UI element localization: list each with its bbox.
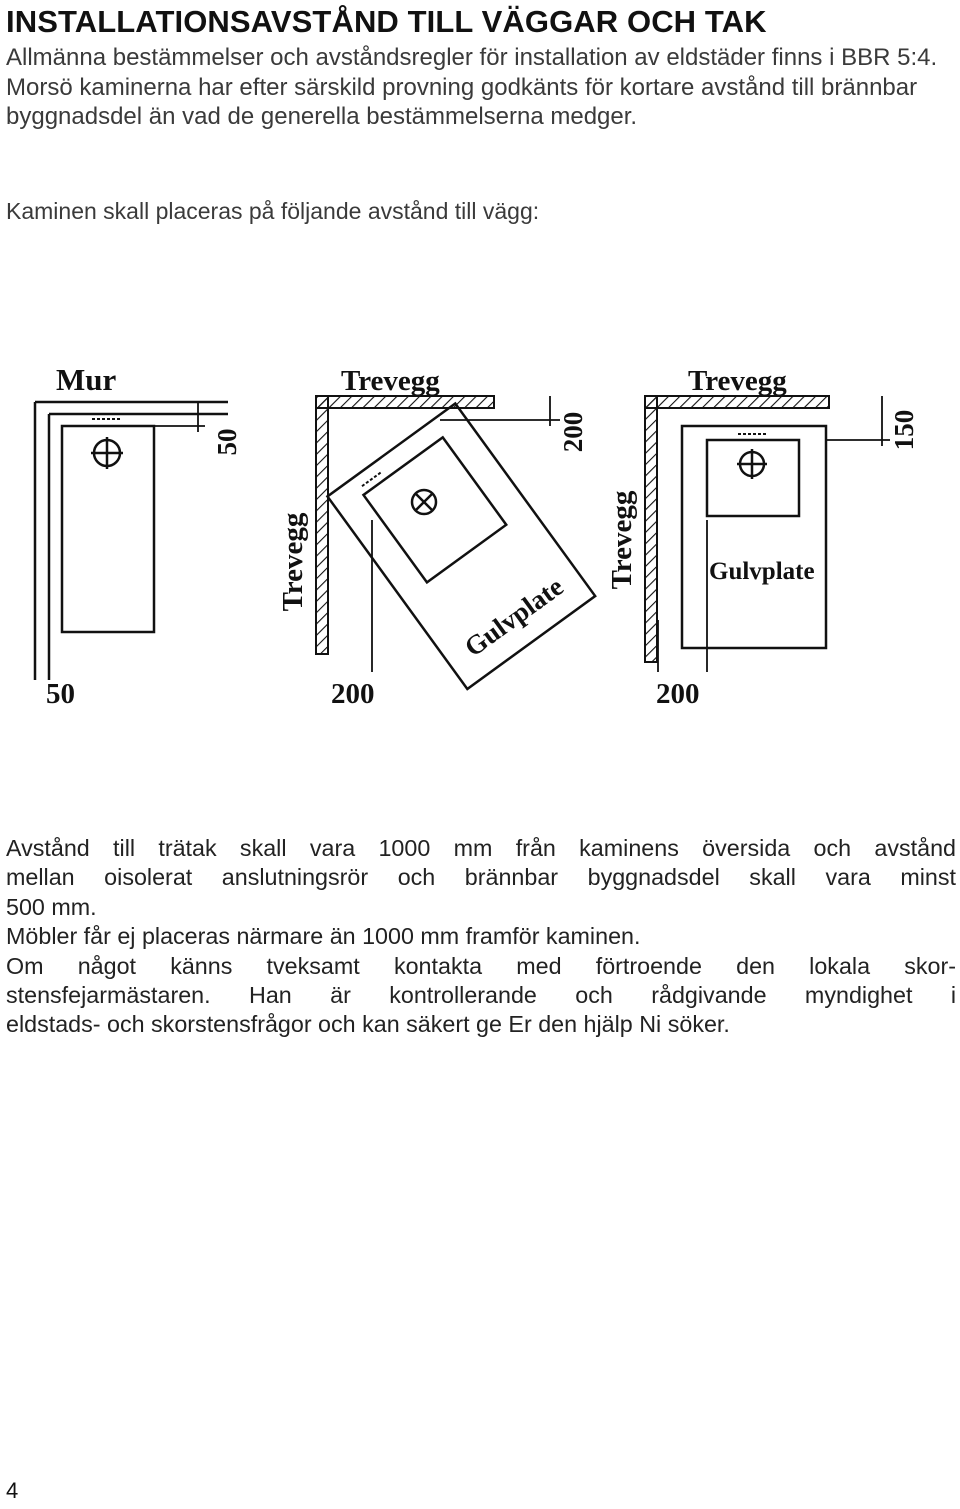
flue-outlet-icon xyxy=(410,488,438,516)
panel-masonry-wall: Mur 50 50 xyxy=(33,362,242,710)
stove-outline xyxy=(60,424,156,634)
panel-wooden-corner-diagonal: Trevegg Trevegg Gulvplate 200 200 xyxy=(277,365,597,710)
wood-wall-side-label: Trevegg xyxy=(277,512,309,611)
wood-wall-top-label: Trevegg xyxy=(341,365,440,397)
intro-text: Allmänna bestämmelser och avståndsregler… xyxy=(6,43,956,132)
wood-wall-side-label: Trevegg xyxy=(606,490,638,589)
body-line: Avstånd till trätak skall vara 1000 mm f… xyxy=(6,835,956,861)
masonry-wall-label: Mur xyxy=(56,362,117,397)
body-line: Möbler får ej placeras närmare än 1000 m… xyxy=(6,923,641,950)
square-dimension-lines xyxy=(657,396,890,672)
stove-outline xyxy=(705,438,801,518)
page-number: 4 xyxy=(6,1478,19,1503)
body-line: stensfejarmästaren. Han är kontrollerand… xyxy=(6,982,956,1009)
masonry-rear-distance: 50 xyxy=(46,678,75,710)
stove-outline xyxy=(361,435,508,585)
masonry-wall xyxy=(33,400,228,680)
lead-sentence: Kaminen skall placeras på följande avstå… xyxy=(6,198,540,224)
stove-top-mark xyxy=(361,471,383,487)
floor-plate-outline xyxy=(325,401,597,691)
diagonal-side-distance: 200 xyxy=(331,678,375,710)
clearance-diagram: Mur 50 50 Trevegg xyxy=(0,340,960,730)
body-line: mellan oisolerat anslutningsrör och brän… xyxy=(6,864,956,891)
floor-plate-label: Gulvplate xyxy=(459,571,569,662)
masonry-dimension-lines xyxy=(154,402,205,432)
intro-paragraph-regulations: Allmänna bestämmelser och avståndsregler… xyxy=(6,44,938,71)
body-line: eldstads- och skorstensfrågor och kan sä… xyxy=(6,1011,730,1038)
floor-plate-label: Gulvplate xyxy=(709,558,815,585)
wood-wall-top xyxy=(315,395,495,409)
panel-wooden-corner-square: Trevegg Trevegg Gulvplate 150 200 xyxy=(606,365,919,710)
ceiling-and-furniture-text: Avstånd till trätak skall vara 1000 mm f… xyxy=(6,834,956,1040)
flue-outlet-icon xyxy=(737,449,767,479)
wood-wall-side xyxy=(315,395,329,655)
flue-outlet-icon xyxy=(91,437,123,469)
wood-wall-top-label: Trevegg xyxy=(688,365,787,397)
wood-wall-side xyxy=(644,395,658,663)
diagonal-top-distance: 200 xyxy=(558,412,588,453)
body-line: Om något känns tveksamt kontakta med för… xyxy=(6,952,956,979)
square-top-distance: 150 xyxy=(889,410,919,451)
floor-plate-outline xyxy=(680,424,828,650)
diagonal-dimension-lines xyxy=(371,396,560,672)
square-side-distance: 200 xyxy=(656,678,700,710)
body-line: 500 mm. xyxy=(6,893,97,920)
intro-paragraph-approval: Morsö kaminerna har efter särskild provn… xyxy=(6,73,918,131)
wood-wall-top xyxy=(644,395,830,409)
page-title: INSTALLATIONSAVSTÅND TILL VÄGGAR OCH TAK xyxy=(6,4,767,39)
masonry-side-distance: 50 xyxy=(212,429,242,456)
